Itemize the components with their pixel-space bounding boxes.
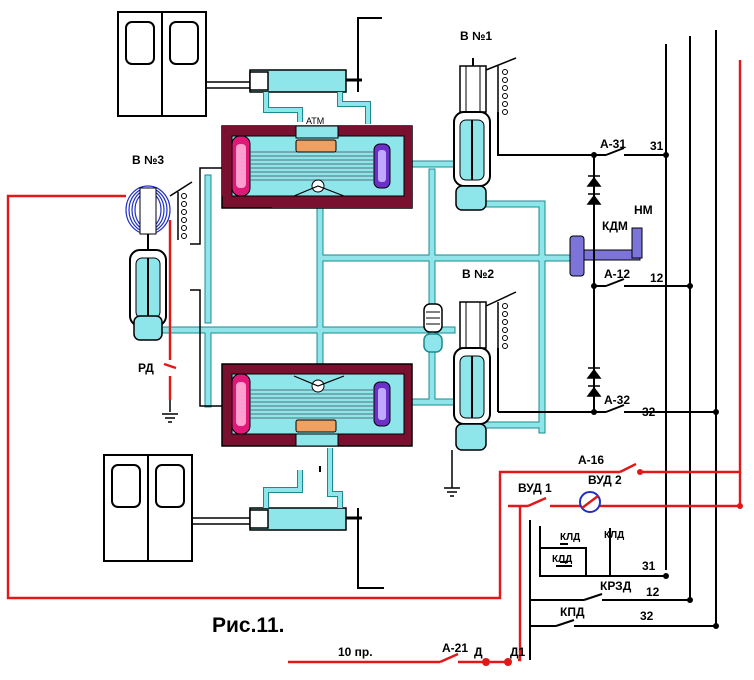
- air-pipes: [144, 160, 574, 434]
- label-valve-3: В №3: [132, 153, 164, 167]
- central-reservoir: [423, 303, 443, 353]
- control-wiring: [319, 30, 717, 660]
- engine-top: [221, 125, 413, 209]
- terminals: [482, 469, 743, 666]
- diodes: [586, 175, 602, 397]
- label-wire-31-bot: 31: [642, 559, 656, 573]
- label-wire-12-top: 12: [650, 271, 664, 285]
- engine-bottom: [221, 363, 413, 447]
- power-contacts: [163, 362, 637, 664]
- label-10pr: 10 пр.: [338, 645, 373, 659]
- ground-symbols: [162, 400, 178, 423]
- label-valve-1: В №1: [460, 29, 492, 43]
- door-bottom: [103, 454, 193, 562]
- label-kld-2: КЛД: [604, 530, 624, 541]
- door-cylinder-bottom: [192, 448, 384, 589]
- kdm-pressure-switch: [569, 227, 643, 277]
- label-krzd: КРЗД: [600, 579, 632, 593]
- label-wire-12-bot: 12: [646, 585, 660, 599]
- label-a12: А-12: [604, 267, 630, 281]
- vud2-lamp: [579, 491, 601, 513]
- valve-2: [444, 291, 517, 497]
- label-atm: АТМ: [306, 116, 324, 126]
- label-vud2: ВУД 2: [588, 473, 622, 487]
- label-d: Д: [474, 645, 483, 659]
- label-nm: НМ: [634, 203, 653, 217]
- label-wire-32-bot: 32: [640, 609, 654, 623]
- door-top: [117, 11, 207, 117]
- label-a31: А-31: [600, 137, 626, 151]
- label-wire-31-top: 31: [650, 139, 664, 153]
- label-a16: А-16: [578, 453, 604, 467]
- label-kld-3: КЛД: [552, 554, 572, 565]
- label-kdm: КДМ: [602, 219, 628, 233]
- label-a21: А-21: [442, 641, 468, 655]
- valve3-air-lines: [190, 167, 222, 407]
- label-a32: А-32: [604, 393, 630, 407]
- label-rd: РД: [138, 361, 154, 375]
- junction-dots: [591, 152, 719, 629]
- valve-1: [453, 57, 517, 211]
- door-cylinder-top: [206, 17, 382, 124]
- switch-contacts: [555, 147, 625, 627]
- figure-caption: Рис.11.: [212, 614, 284, 637]
- label-kld-1: КЛД: [560, 532, 580, 543]
- label-d1: Д1: [510, 645, 526, 659]
- valve-3: [125, 181, 193, 341]
- label-wire-32-top: 32: [642, 405, 656, 419]
- label-kpd: КПД: [560, 605, 585, 619]
- label-vud1: ВУД 1: [518, 481, 552, 495]
- label-valve-2: В №2: [462, 267, 494, 281]
